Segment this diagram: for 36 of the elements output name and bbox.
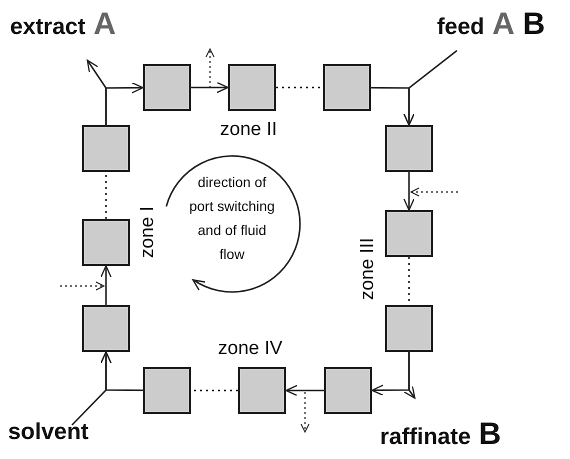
column-box xyxy=(143,64,191,111)
zone-label: zone IV xyxy=(218,339,282,358)
column-box xyxy=(385,210,433,257)
flow-arrow xyxy=(403,50,458,126)
component-letter: A xyxy=(492,6,515,42)
column-box xyxy=(143,367,191,414)
column-box xyxy=(385,305,433,352)
column-box xyxy=(82,219,130,266)
column-box xyxy=(324,367,372,414)
column-box xyxy=(238,367,286,414)
stream-label: raffinate xyxy=(380,423,471,450)
column-box xyxy=(82,305,130,352)
flow-arrow xyxy=(100,265,112,305)
flow-arrow xyxy=(105,82,144,125)
zone-label: zone II xyxy=(220,120,278,139)
stream-label: solvent xyxy=(8,418,89,445)
flow-direction-note: direction of port switching and of fluid flow xyxy=(188,173,276,264)
zone-label: zone III xyxy=(358,238,377,300)
component-letter: A xyxy=(93,6,116,42)
flow-arrow xyxy=(403,172,415,211)
column-box xyxy=(82,125,130,172)
dotted-connector xyxy=(276,86,323,88)
flow-arrow xyxy=(71,351,112,426)
flow-arrow xyxy=(191,82,229,94)
flow-arrow xyxy=(285,384,324,396)
dotted-connector xyxy=(105,172,107,219)
stream-label: feed xyxy=(437,13,484,40)
flow-arrow xyxy=(371,352,410,396)
column-box xyxy=(228,64,276,111)
column-box xyxy=(385,125,433,172)
stream-label: extract xyxy=(10,13,86,40)
component-letter: B xyxy=(478,416,502,452)
zone-label: zone I xyxy=(138,206,157,258)
column-box xyxy=(323,64,371,111)
component-letter: B xyxy=(522,6,546,42)
dotted-connector xyxy=(191,390,238,392)
